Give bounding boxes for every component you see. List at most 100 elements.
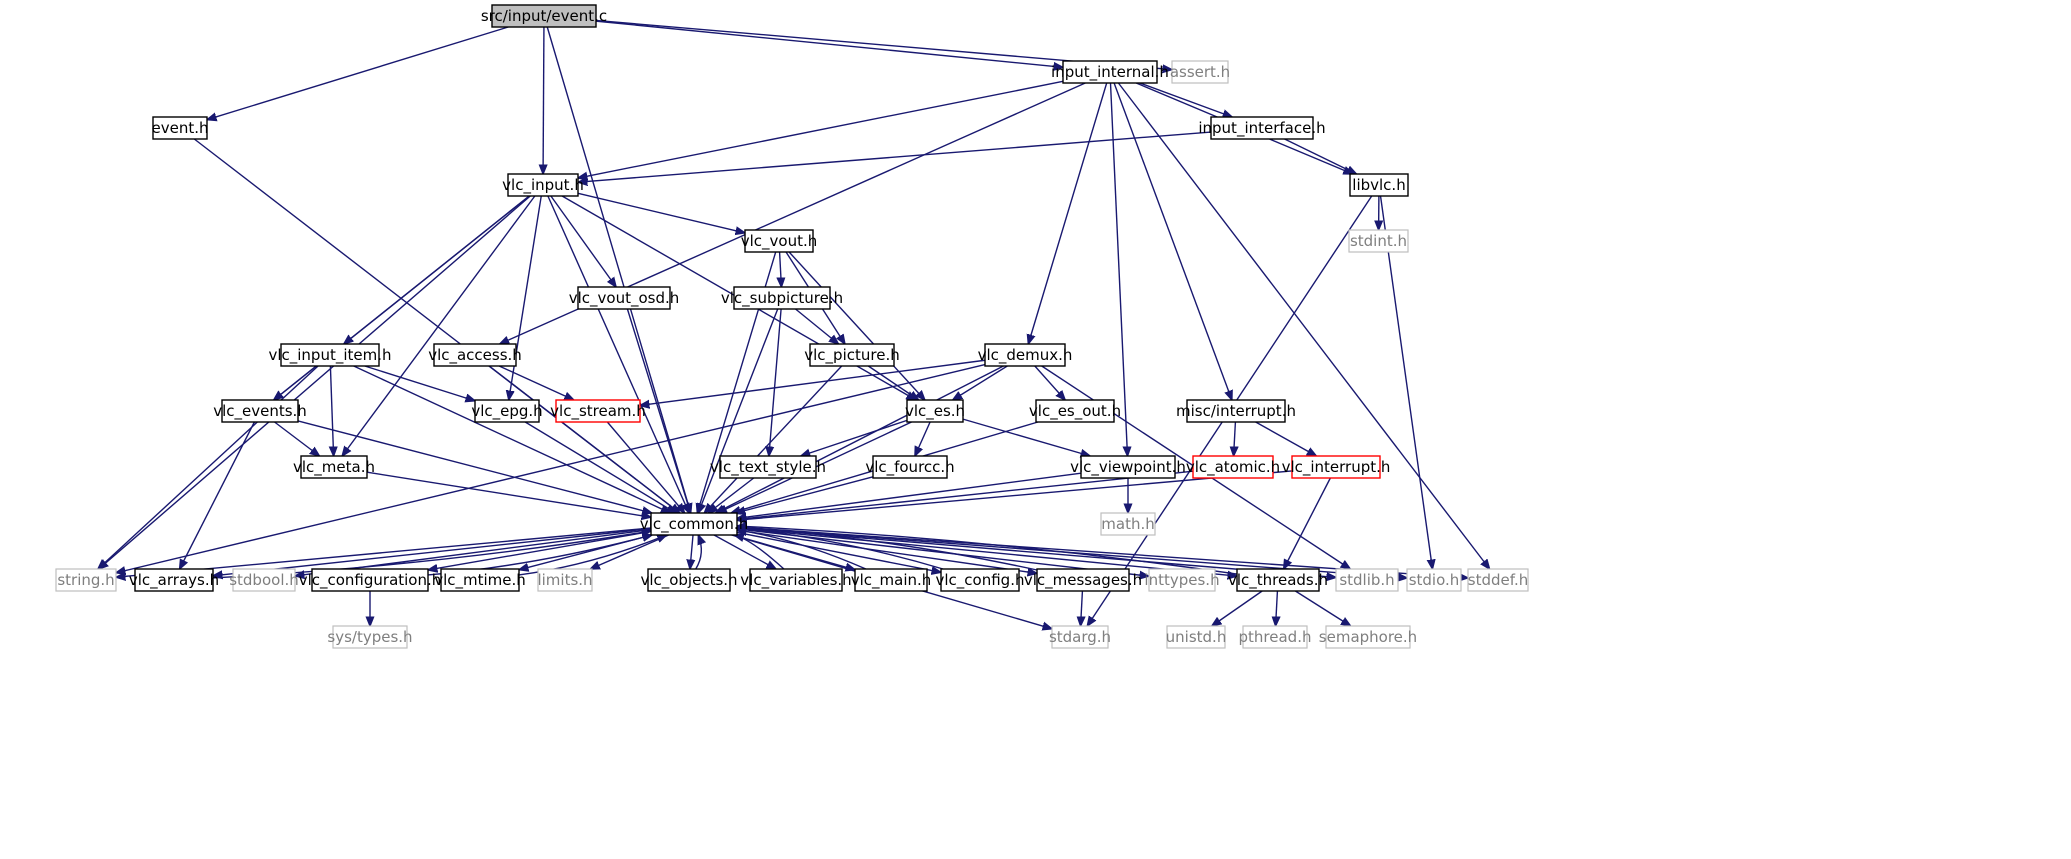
node-label: vlc_threads.h bbox=[1228, 571, 1328, 590]
edge-vlc_interrupt_h-to-vlc_common_h bbox=[737, 470, 1293, 520]
node-vlc-vout-osd-h[interactable]: vlc_vout_osd.h bbox=[569, 286, 680, 310]
edge-vlc_events_h-to-vlc_arrays_h bbox=[180, 421, 256, 569]
node-vlc-demux-h[interactable]: vlc_demux.h bbox=[978, 343, 1073, 367]
edge-vlc_subpicture_h-to-vlc_text_style_h bbox=[769, 308, 782, 456]
node-label: vlc_arrays.h bbox=[129, 571, 219, 590]
node-vlc-text-style-h[interactable]: vlc_text_style.h bbox=[710, 455, 826, 479]
node-label: math.h bbox=[1101, 515, 1154, 533]
node-vlc-main-h[interactable]: vlc_main.h bbox=[851, 568, 932, 592]
node-vlc-interrupt-h[interactable]: vlc_interrupt.h bbox=[1282, 455, 1391, 479]
edge-vlc_input_item_h-to-vlc_epg_h bbox=[364, 365, 475, 401]
edge-vlc_interrupt_h-to-vlc_threads_h bbox=[1284, 477, 1331, 569]
edge-vlc_threads_h-to-unistd_h bbox=[1212, 590, 1263, 626]
node-label: vlc_stream.h bbox=[550, 402, 646, 421]
edge-input_interface_h-to-libvlc_h bbox=[1284, 138, 1357, 174]
node-label: vlc_epg.h bbox=[471, 402, 542, 421]
graph-edges bbox=[98, 19, 1490, 628]
node-event-h[interactable]: event.h bbox=[152, 116, 209, 140]
edge-event_c-to-vlc_input_h bbox=[543, 26, 544, 174]
node-label: vlc_vout.h bbox=[741, 232, 818, 251]
node-vlc-access-h[interactable]: vlc_access.h bbox=[428, 343, 522, 367]
node-vlc-input-h[interactable]: vlc_input.h bbox=[502, 173, 584, 197]
node-label: vlc_variables.h bbox=[740, 571, 851, 590]
node-vlc-meta-h[interactable]: vlc_meta.h bbox=[293, 455, 375, 479]
node-box bbox=[332, 625, 408, 649]
node-box bbox=[1100, 512, 1156, 536]
node-vlc-common-h[interactable]: vlc_common.h bbox=[640, 512, 748, 536]
node-label: assert.h bbox=[1170, 63, 1230, 81]
node-vlc-epg-h[interactable]: vlc_epg.h bbox=[471, 399, 543, 423]
node-vlc-es-h[interactable]: vlc_es.h bbox=[905, 399, 965, 423]
node-label: vlc_viewpoint.h bbox=[1070, 458, 1186, 477]
node-vlc-arrays-h[interactable]: vlc_arrays.h bbox=[129, 568, 219, 592]
node-label: sys/types.h bbox=[327, 628, 412, 646]
node-vlc-viewpoint-h[interactable]: vlc_viewpoint.h bbox=[1070, 455, 1186, 479]
node-vlc-stream-h[interactable]: vlc_stream.h bbox=[550, 399, 646, 423]
node-vlc-input-item-h[interactable]: vlc_input_item.h bbox=[268, 343, 392, 367]
node-label: vlc_input_item.h bbox=[268, 346, 391, 365]
edge-vlc_access_h-to-vlc_stream_h bbox=[498, 365, 574, 400]
edge-vlc_subpicture_h-to-vlc_common_h bbox=[698, 308, 779, 513]
node-label: vlc_objects.h bbox=[640, 571, 737, 590]
node-vlc-configuration-h[interactable]: vlc_configuration.h bbox=[299, 568, 442, 592]
node-label: vlc_atomic.h bbox=[1186, 458, 1280, 477]
node-libvlc-h[interactable]: libvlc.h bbox=[1349, 173, 1409, 197]
node-label: vlc_interrupt.h bbox=[1282, 458, 1391, 477]
node-vlc-fourcc-h[interactable]: vlc_fourcc.h bbox=[865, 455, 955, 479]
node-misc-interrupt-h[interactable]: misc/interrupt.h bbox=[1176, 399, 1296, 423]
node-label: vlc_mtime.h bbox=[434, 571, 526, 590]
node-stdbool-h: stdbool.h bbox=[229, 568, 299, 592]
node-box bbox=[1325, 625, 1411, 649]
node-box bbox=[537, 568, 593, 592]
node-label: stdbool.h bbox=[229, 571, 299, 589]
edge-vlc_input_h-to-vlc_vout_h bbox=[577, 192, 745, 233]
edge-vlc_common_h-to-vlc_threads_h bbox=[736, 527, 1237, 576]
node-label: vlc_config.h bbox=[936, 571, 1025, 590]
node-box bbox=[577, 286, 671, 310]
edge-vlc_input_item_h-to-string_h bbox=[98, 365, 319, 569]
node-vlc-variables-h[interactable]: vlc_variables.h bbox=[740, 568, 852, 592]
node-input-internal-h[interactable]: input_internal.h bbox=[1051, 60, 1169, 84]
node-box bbox=[1148, 568, 1216, 592]
node-label: vlc_meta.h bbox=[293, 458, 375, 477]
edge-misc_interrupt_h-to-vlc_atomic_h bbox=[1234, 421, 1236, 456]
node-vlc-config-h[interactable]: vlc_config.h bbox=[936, 568, 1025, 592]
node-limits-h: limits.h bbox=[537, 568, 593, 592]
node-vlc-mtime-h[interactable]: vlc_mtime.h bbox=[434, 568, 526, 592]
edge-vlc_input_h-to-vlc_meta_h bbox=[342, 195, 536, 456]
node-box bbox=[749, 568, 843, 592]
node-box bbox=[744, 229, 814, 253]
node-vlc-events-h[interactable]: vlc_events.h bbox=[213, 399, 307, 423]
node-vlc-es-out-h[interactable]: vlc_es_out.h bbox=[1029, 399, 1121, 423]
node-label: stdlib.h bbox=[1339, 571, 1394, 589]
node-vlc-objects-h[interactable]: vlc_objects.h bbox=[640, 568, 738, 592]
edge-vlc_config_h-to-vlc_common_h bbox=[737, 528, 944, 570]
edge-vlc_common_h-to-limits_h bbox=[590, 534, 669, 569]
node-vlc-vout-h[interactable]: vlc_vout.h bbox=[741, 229, 818, 253]
edge-vlc_threads_h-to-semaphore_h bbox=[1294, 590, 1350, 626]
node-string-h: string.h bbox=[55, 568, 117, 592]
node-stddef-h: stddef.h bbox=[1467, 568, 1529, 592]
node-label: semaphore.h bbox=[1319, 628, 1417, 646]
node-vlc-picture-h[interactable]: vlc_picture.h bbox=[804, 343, 900, 367]
node-label: pthread.h bbox=[1239, 628, 1312, 646]
edge-vlc_text_style_h-to-vlc_common_h bbox=[708, 477, 755, 513]
node-label: vlc_input.h bbox=[502, 176, 584, 195]
node-input-interface-h[interactable]: input_interface.h bbox=[1198, 116, 1326, 140]
node-vlc-atomic-h[interactable]: vlc_atomic.h bbox=[1186, 455, 1280, 479]
node-vlc-threads-h[interactable]: vlc_threads.h bbox=[1228, 568, 1328, 592]
node-event-c[interactable]: src/input/event.c bbox=[481, 4, 607, 28]
node-label: vlc_configuration.h bbox=[299, 571, 442, 590]
node-box bbox=[733, 286, 831, 310]
node-box bbox=[134, 568, 214, 592]
node-box bbox=[854, 568, 928, 592]
node-box bbox=[300, 455, 368, 479]
node-vlc-messages-h[interactable]: vlc_messages.h bbox=[1024, 568, 1142, 592]
node-label: unistd.h bbox=[1166, 628, 1227, 646]
edge-vlc_events_h-to-vlc_common_h bbox=[297, 420, 652, 513]
node-stdio-h: stdio.h bbox=[1406, 568, 1462, 592]
node-box bbox=[221, 399, 299, 423]
node-box bbox=[311, 568, 429, 592]
node-vlc-subpicture-h[interactable]: vlc_subpicture.h bbox=[721, 286, 843, 310]
edge-vlc_main_h-to-vlc_common_h bbox=[737, 530, 867, 570]
